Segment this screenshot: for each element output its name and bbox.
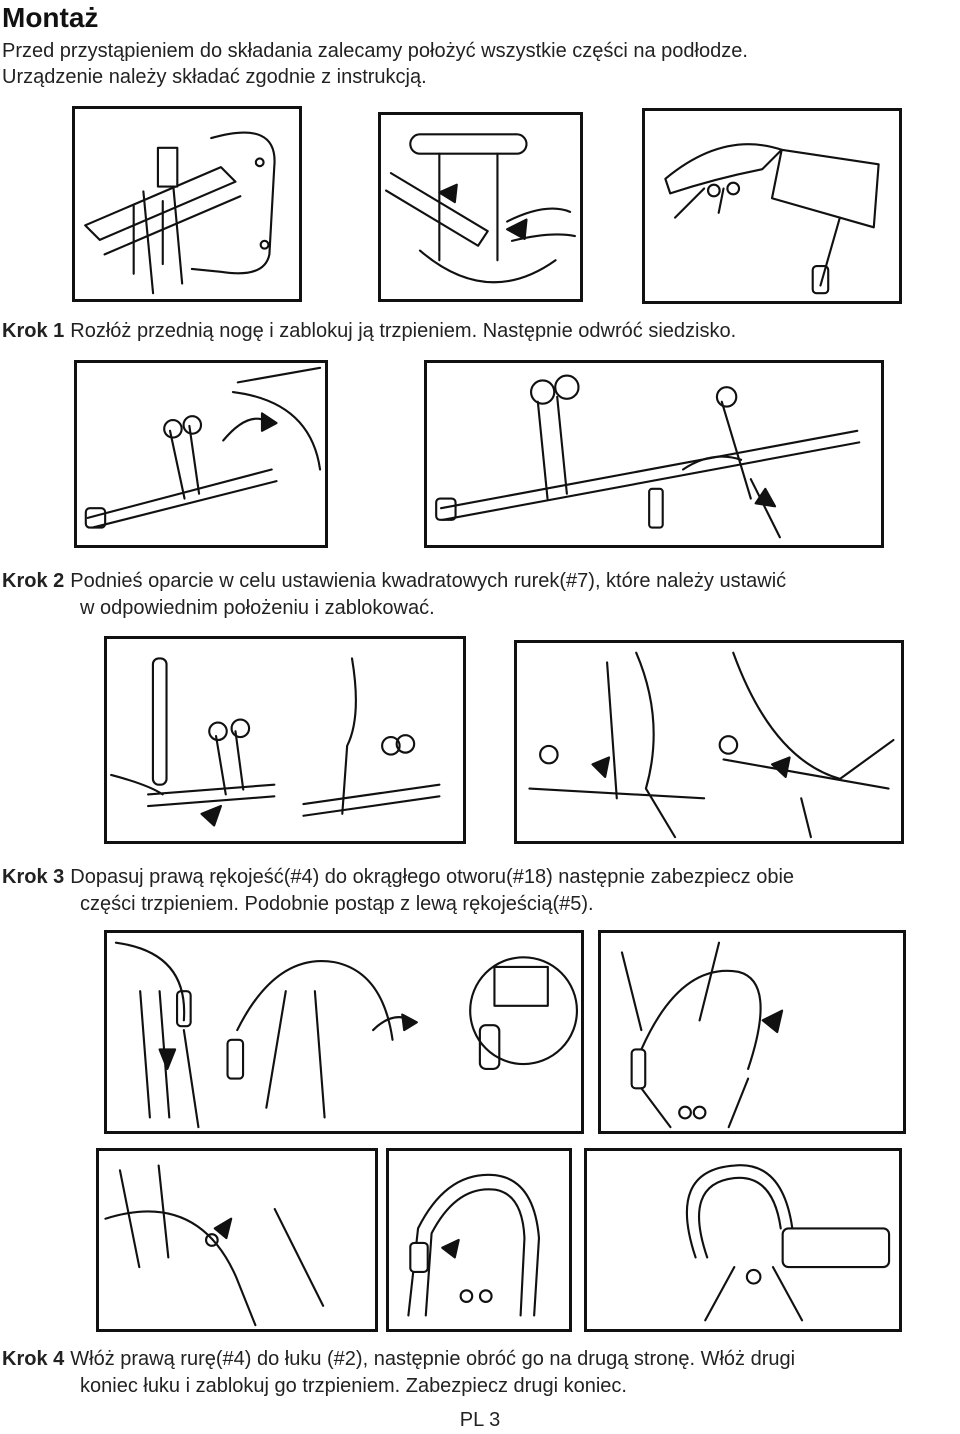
step-label: Krok 1 [2,320,65,342]
step-label: Krok 2 [2,570,65,592]
intro-line: Przed przystąpieniem do składania zaleca… [2,40,748,62]
step-text: koniec łuku i zablokuj go trzpieniem. Za… [80,1375,627,1397]
step4-lock-arc-detail-illustration [386,1148,572,1332]
step-label: Krok 3 [2,866,65,888]
intro-line: Urządzenie należy składać zgodnie z inst… [2,66,427,88]
step-text: w odpowiednim położeniu i zablokować. [80,597,435,619]
intro-text: Przed przystąpieniem do składania zaleca… [2,38,952,90]
step1-insert-pin-illustration [378,112,583,302]
step-text: Rozłóż przednią nogę i zablokuj ją trzpi… [70,320,737,342]
step2-raise-backrest-illustration [74,360,328,548]
step-label: Krok 4 [2,1348,65,1370]
step1-fold-front-leg-illustration [72,106,302,302]
step2-align-tubes-illustration [424,360,884,548]
step4-insert-tube-illustration [104,930,584,1134]
step4-rotate-arc-illustration [96,1148,378,1332]
step-text: Dopasuj prawą rękojeść(#4) do okrągłego … [70,866,795,888]
step-text: Podnieś oparcie w celu ustawienia kwadra… [70,570,787,592]
step3-fit-right-handle-illustration [104,636,466,844]
step4-assembled-illustration [584,1148,902,1332]
step-text: Włóż prawą rurę(#4) do łuku (#2), następ… [70,1348,796,1370]
page-title: Montaż [2,2,99,33]
page-number: PL 3 [459,1409,501,1431]
step3-pin-handle-illustration [514,640,904,844]
step-text: części trzpieniem. Podobnie postąp z lew… [80,893,594,915]
step1-flip-seat-illustration [642,108,902,304]
step4-arc-joint-illustration [598,930,906,1134]
